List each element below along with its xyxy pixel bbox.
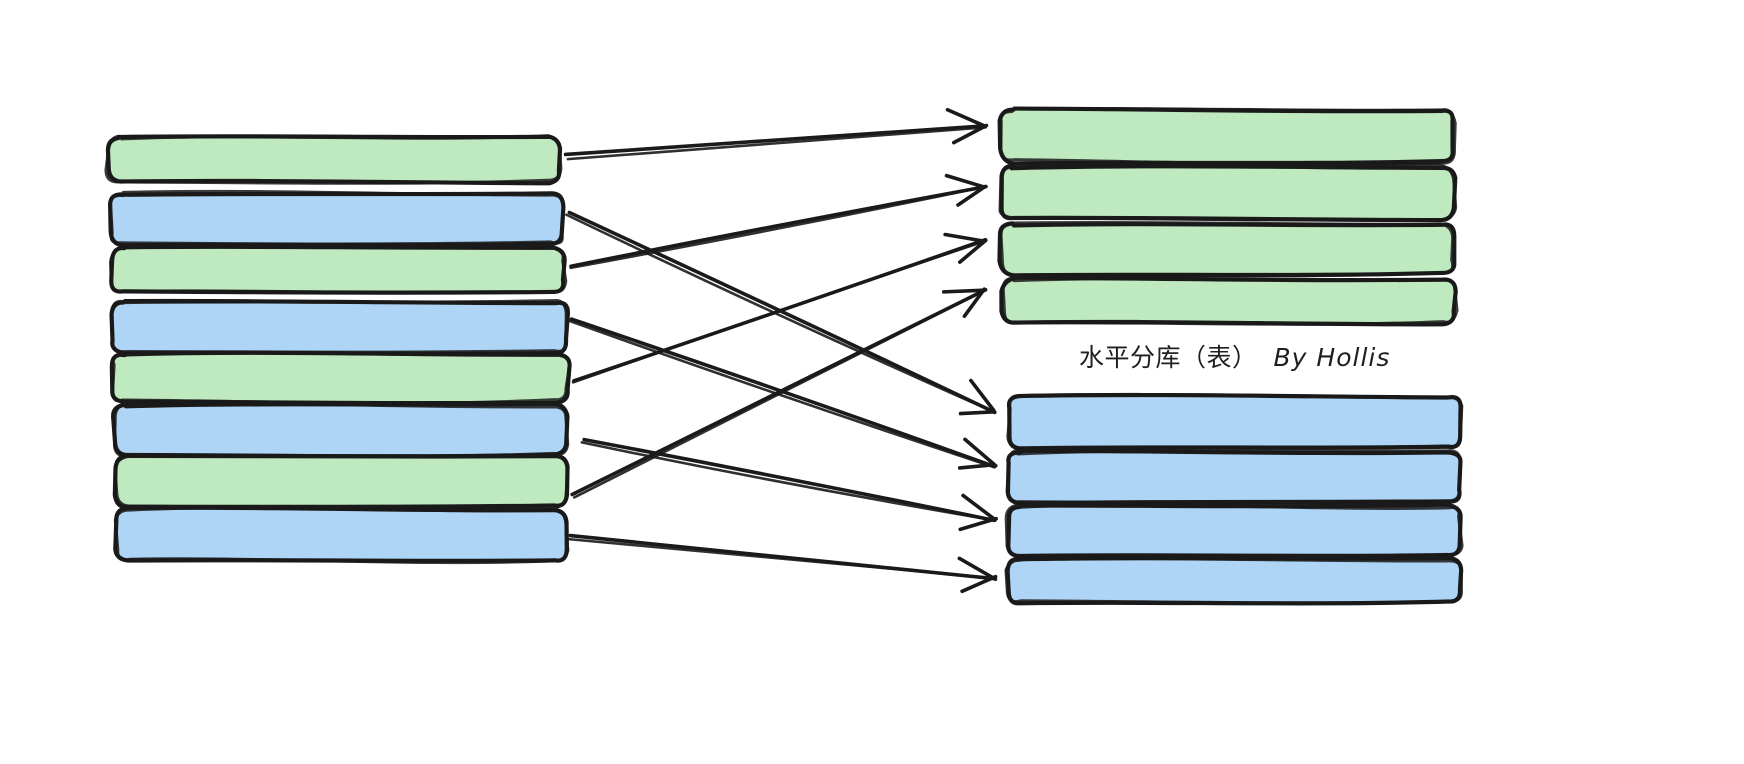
connection-arrow-7 — [580, 437, 998, 532]
arrow-head-barb — [962, 287, 987, 319]
source-layer-3 — [109, 298, 571, 356]
connection-line — [563, 124, 986, 157]
arrow-head-barb — [958, 410, 996, 416]
connection-line — [567, 537, 996, 580]
layer-outline — [998, 162, 1458, 222]
connection-line — [569, 317, 997, 469]
caption-title-cn: 水平分库（表） — [1079, 343, 1258, 372]
shard-connection-arrows — [563, 107, 998, 594]
connection-line — [569, 185, 987, 270]
sharded-blue-stack-layer-2 — [1004, 502, 1464, 560]
arrow-head-barb — [956, 184, 987, 207]
arrow-head-barb — [958, 238, 988, 264]
source-layer-0 — [104, 134, 563, 186]
layer-outline — [108, 189, 565, 246]
connection-arrow-1 — [563, 107, 989, 161]
source-layer-5 — [111, 401, 570, 459]
layer-fill — [107, 137, 562, 183]
arrow-head-barb — [963, 437, 998, 468]
layer-outline — [1005, 448, 1463, 505]
connection-arrow-6 — [567, 317, 998, 470]
source-layer-4 — [109, 350, 572, 406]
source-layer-1 — [108, 189, 566, 248]
source-layer-6 — [112, 453, 570, 511]
sharded-blue-stack-layer-3 — [1004, 555, 1464, 606]
layer-fill — [112, 403, 566, 456]
arrow-head-barb — [961, 493, 997, 522]
layer-outline — [112, 401, 570, 458]
layer-outline — [113, 506, 570, 565]
layer-outline — [999, 220, 1455, 278]
layer-fill — [1007, 450, 1461, 503]
layer-outline — [1001, 276, 1459, 326]
layer-fill — [1000, 109, 1455, 164]
sharded-green-stack — [997, 106, 1459, 327]
layer-fill — [110, 193, 563, 245]
diagram-caption: 水平分库（表） By Hollis — [1079, 338, 1390, 374]
layer-fill — [1003, 278, 1457, 325]
layer-fill — [111, 247, 565, 293]
layer-outline — [1004, 557, 1463, 605]
sharded-green-stack-layer-0 — [997, 106, 1457, 166]
layer-fill — [112, 301, 568, 353]
sharded-blue-stack — [1004, 392, 1464, 606]
connection-line — [572, 288, 987, 499]
source-layer-2 — [109, 244, 568, 295]
layer-outline — [109, 299, 568, 354]
connection-arrow-8 — [567, 533, 998, 594]
connection-line — [580, 441, 997, 522]
connection-line — [567, 210, 997, 415]
sharded-green-stack-layer-1 — [998, 162, 1458, 223]
layer-outline — [1004, 503, 1464, 560]
sharded-blue-stack-layer-1 — [1005, 448, 1463, 506]
connection-arrow-2 — [569, 173, 988, 270]
sharded-green-stack-layer-2 — [997, 220, 1457, 278]
layer-fill — [112, 353, 569, 403]
arrow-head-barb — [960, 574, 998, 594]
layer-fill — [1007, 557, 1460, 604]
arrow-head-barb — [969, 378, 996, 413]
arrow-head-barb — [957, 462, 997, 470]
arrow-head-barb — [941, 288, 987, 294]
sharded-green-stack-layer-3 — [999, 275, 1459, 327]
connection-arrow-4 — [570, 287, 988, 499]
layer-fill — [1007, 394, 1461, 449]
arrow-head-barb — [958, 516, 998, 532]
arrow-head-barb — [951, 123, 989, 145]
layer-fill — [115, 456, 568, 508]
connection-line — [567, 319, 996, 469]
layer-outline — [104, 134, 563, 185]
arrow-head-barb — [957, 556, 998, 581]
layer-outline — [999, 106, 1457, 166]
connection-arrow-5 — [565, 210, 997, 416]
layer-outline — [1006, 392, 1464, 450]
connection-line — [582, 437, 997, 523]
arrow-head-barb — [943, 232, 987, 244]
layer-fill — [1006, 504, 1461, 557]
connection-line — [566, 126, 987, 161]
connection-line — [565, 213, 996, 414]
arrow-head-barb — [945, 107, 988, 129]
source-layer-7 — [113, 505, 570, 565]
layer-fill — [1000, 166, 1455, 220]
layer-fill — [1000, 222, 1456, 275]
layer-outline — [113, 453, 570, 511]
layer-outline — [111, 350, 572, 405]
caption-attribution: By Hollis — [1273, 343, 1391, 372]
layer-outline — [109, 244, 568, 295]
layer-fill — [116, 508, 567, 562]
arrow-head-barb — [944, 173, 987, 189]
original-database-stack — [104, 134, 572, 565]
sharded-blue-stack-layer-0 — [1006, 392, 1464, 451]
